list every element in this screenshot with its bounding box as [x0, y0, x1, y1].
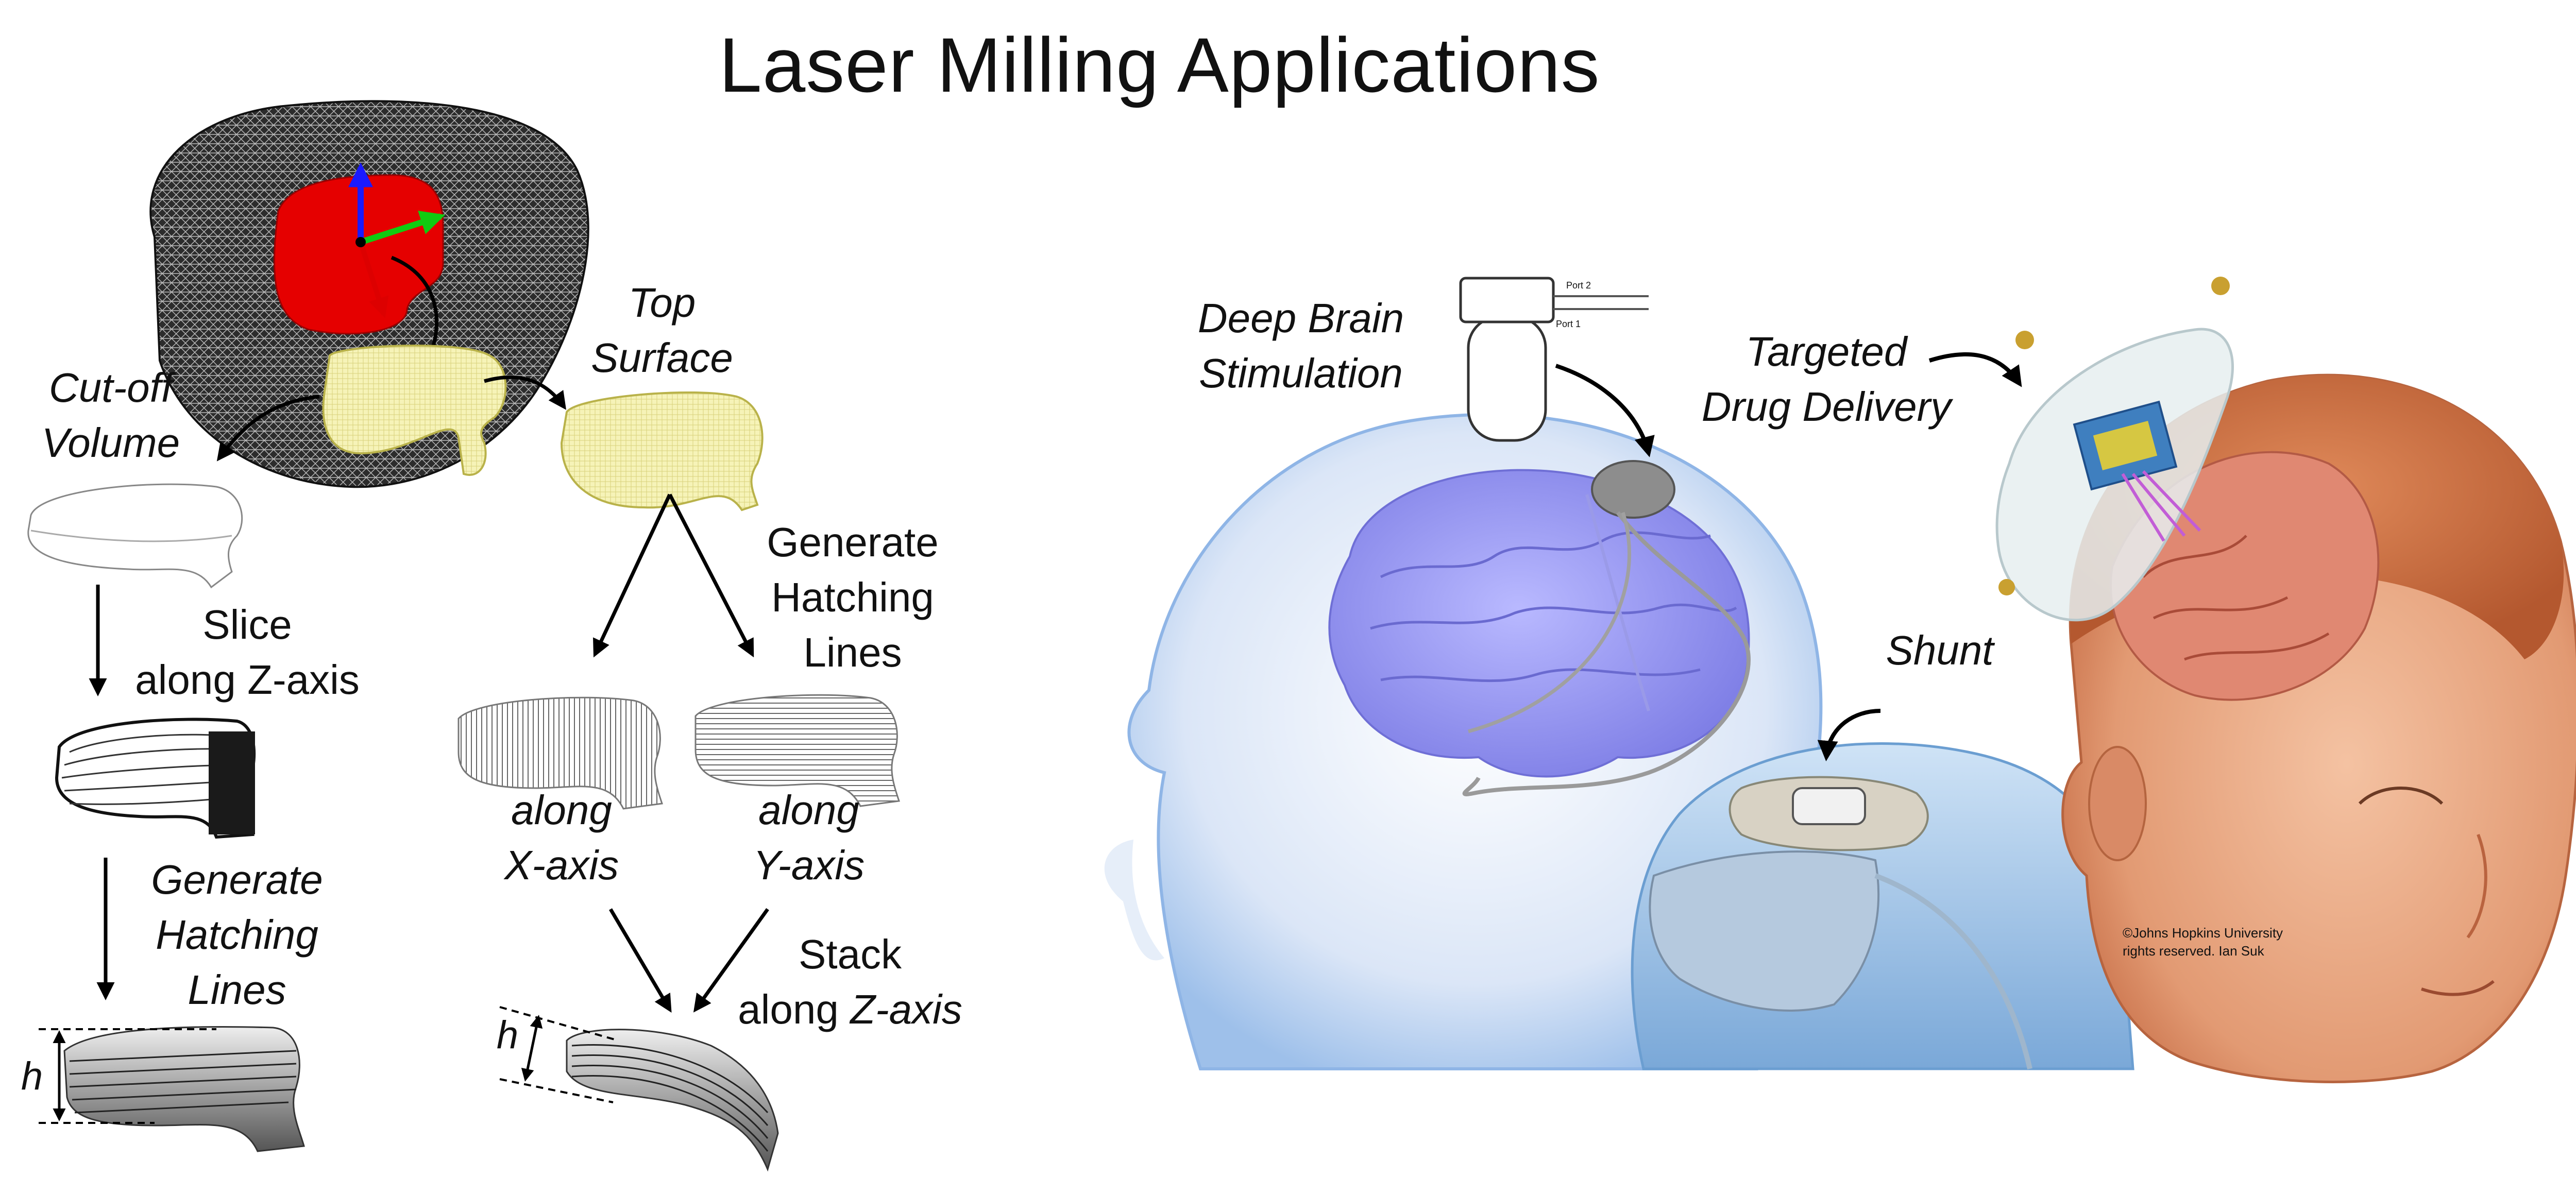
- copyright-line-2: rights reserved. Ian Suk: [2123, 943, 2265, 959]
- x-axis-arrow: [358, 241, 389, 318]
- label-along-y-2: Y-axis: [753, 842, 865, 888]
- label-stack-1: Stack: [799, 931, 902, 977]
- label-hatch-mid-3: Lines: [803, 629, 902, 675]
- shunt-port: [1792, 787, 1866, 825]
- title-text: Laser Milling Applications: [719, 22, 1600, 108]
- label-shunt: Shunt: [1886, 627, 1995, 673]
- applications-panel: Port 2 Port 1 Deep Brain Stimulation Shu…: [1104, 277, 2576, 1083]
- label-stack-2b: Z-axis: [849, 986, 962, 1032]
- label-hatch-left-1: Generate: [151, 857, 323, 902]
- milling-pipeline: Top Surface Cut-off Volume Slice along Z…: [21, 100, 962, 1172]
- label-cutoff-2: Volume: [42, 420, 180, 466]
- label-drug-1: Targeted: [1746, 329, 1908, 374]
- shunt-head-illustration: [1631, 709, 2134, 1070]
- sliced-model: [55, 718, 256, 839]
- label-hatch-left-3: Lines: [188, 967, 286, 1013]
- page-title: Laser Milling Applications: [0, 21, 2576, 110]
- label-h-left: h: [21, 1054, 43, 1098]
- label-drug-2: Drug Delivery: [1702, 384, 1954, 430]
- cutoff-volume-shape: [322, 345, 507, 476]
- label-hatch-mid-2: Hatching: [771, 574, 934, 620]
- dbs-port-1: Port 1: [1556, 319, 1581, 329]
- dbs-generator: [1591, 460, 1675, 519]
- dbs-device-body: [1467, 315, 1547, 442]
- y-axis-arrow: [360, 210, 446, 245]
- label-stack-2a: along: [738, 986, 850, 1032]
- label-stack-2: along Z-axis: [738, 986, 962, 1032]
- copyright-line-1: ©Johns Hopkins University: [2123, 925, 2283, 941]
- dbs-device-head: [1459, 277, 1555, 323]
- label-top-surface-1: Top: [629, 280, 696, 326]
- top-surface-shape: [560, 391, 764, 511]
- label-top-surface-2: Surface: [591, 335, 733, 381]
- label-cutoff-1: Cut-off: [49, 365, 177, 411]
- shunt-bone-flap: [1649, 850, 1880, 1012]
- label-hatch-left-2: Hatching: [156, 912, 318, 958]
- dbs-port-2: Port 2: [1566, 280, 1591, 291]
- hatched-layer-stack-left: [39, 1026, 305, 1152]
- label-slice-1: Slice: [202, 602, 292, 647]
- label-along-x-1: along: [511, 787, 612, 833]
- label-hatch-mid-1: Generate: [767, 519, 939, 565]
- drug-delivery-head-illustration: ©Johns Hopkins University rights reserve…: [1928, 277, 2576, 1083]
- label-h-right: h: [497, 1013, 518, 1057]
- label-deep-brain-1: Deep Brain: [1198, 295, 1404, 341]
- hatch-y-shape: [694, 694, 900, 807]
- hatch-x-shape: [457, 696, 663, 810]
- label-deep-brain-2: Stimulation: [1199, 350, 1403, 396]
- hatched-layer-stack-right: [499, 1006, 779, 1172]
- label-slice-2: along Z-axis: [135, 657, 360, 703]
- cutoff-volume-outline: [27, 483, 243, 589]
- label-along-x-2: X-axis: [503, 842, 619, 888]
- label-along-y-1: along: [758, 787, 859, 833]
